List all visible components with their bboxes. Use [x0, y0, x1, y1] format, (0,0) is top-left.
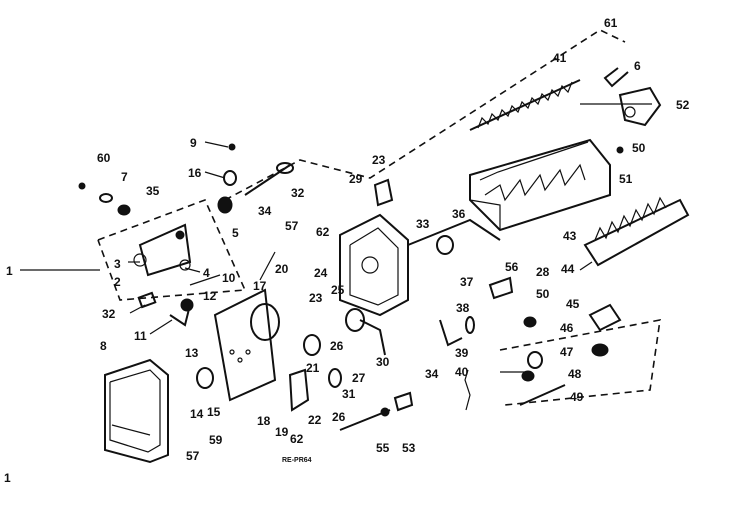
label-38: 38	[456, 301, 470, 315]
control-group-outline	[97, 198, 247, 301]
label-18: 18	[257, 414, 271, 428]
label-34: 34	[258, 204, 272, 218]
label-52: 52	[676, 98, 690, 112]
label-23: 23	[309, 291, 323, 305]
label-13: 13	[185, 346, 199, 360]
label-17: 17	[253, 279, 267, 293]
part-labels: 60 7 35 9 16 5 34 32 1 3 2 4 10 32 11 12…	[4, 16, 690, 485]
label-47: 47	[560, 345, 574, 359]
label-30: 30	[376, 355, 390, 369]
label-53: 53	[402, 441, 416, 455]
label-48: 48	[568, 367, 582, 381]
label-56: 56	[505, 260, 519, 274]
label-10: 10	[222, 271, 236, 285]
label-44: 44	[561, 262, 575, 276]
label-7: 7	[121, 170, 128, 184]
label-2: 2	[114, 275, 121, 289]
label-39: 39	[455, 346, 469, 360]
group-boundaries	[97, 29, 661, 406]
label-1: 1	[6, 264, 13, 278]
label-43: 43	[563, 229, 577, 243]
label-33: 33	[416, 217, 430, 231]
label-22: 22	[308, 413, 322, 427]
switch-parts	[488, 146, 624, 406]
label-49: 49	[570, 390, 584, 404]
label-14: 14	[190, 407, 204, 421]
label-9: 9	[190, 136, 197, 150]
label-20: 20	[275, 262, 289, 276]
lower-parts	[339, 316, 475, 431]
label-51: 51	[619, 172, 633, 186]
label-41: 41	[553, 51, 567, 65]
motor-assembly	[196, 288, 386, 412]
ice-mold	[469, 138, 611, 232]
label-31: 31	[342, 387, 356, 401]
label-28: 28	[536, 265, 550, 279]
ice-stripper	[583, 196, 690, 267]
top-dashed-leader	[224, 29, 626, 201]
mold-housing	[339, 213, 501, 317]
label-50: 50	[632, 141, 646, 155]
label-26: 26	[330, 339, 344, 353]
fittings	[78, 143, 454, 255]
label-61: 61	[604, 16, 618, 30]
label-16: 16	[188, 166, 202, 180]
corner-mark: 1	[4, 471, 11, 485]
label-34b: 34	[425, 367, 439, 381]
label-50b: 50	[536, 287, 550, 301]
label-35: 35	[146, 184, 160, 198]
label-29: 29	[349, 172, 363, 186]
front-cover	[104, 358, 169, 464]
label-5: 5	[232, 226, 239, 240]
label-59: 59	[209, 433, 223, 447]
leader-lines	[20, 103, 652, 373]
label-3: 3	[114, 257, 121, 271]
label-37: 37	[460, 275, 474, 289]
label-62b: 62	[290, 432, 304, 446]
label-32b: 32	[102, 307, 116, 321]
label-57b: 57	[186, 449, 200, 463]
label-8: 8	[100, 339, 107, 353]
label-23b: 23	[372, 153, 386, 167]
label-60: 60	[97, 151, 111, 165]
label-45: 45	[566, 297, 580, 311]
label-40: 40	[455, 365, 469, 379]
drawing-stamp: RE-PR64	[282, 457, 312, 464]
label-57: 57	[285, 219, 299, 233]
label-27: 27	[352, 371, 366, 385]
label-26b: 26	[332, 410, 346, 424]
label-6: 6	[634, 59, 641, 73]
label-36: 36	[452, 207, 466, 221]
label-4: 4	[203, 266, 210, 280]
shutoff-arm	[603, 67, 662, 127]
label-62: 62	[316, 225, 330, 239]
label-21: 21	[306, 361, 320, 375]
label-15: 15	[207, 405, 221, 419]
label-24: 24	[314, 266, 328, 280]
label-32: 32	[291, 186, 305, 200]
label-12: 12	[203, 289, 217, 303]
label-55: 55	[376, 441, 390, 455]
ejector-blade	[469, 79, 581, 131]
switch-group-outline	[499, 319, 661, 406]
label-25: 25	[331, 283, 345, 297]
label-11: 11	[134, 329, 147, 343]
label-46: 46	[560, 321, 574, 335]
water-valve	[133, 223, 194, 327]
label-19: 19	[275, 425, 289, 439]
